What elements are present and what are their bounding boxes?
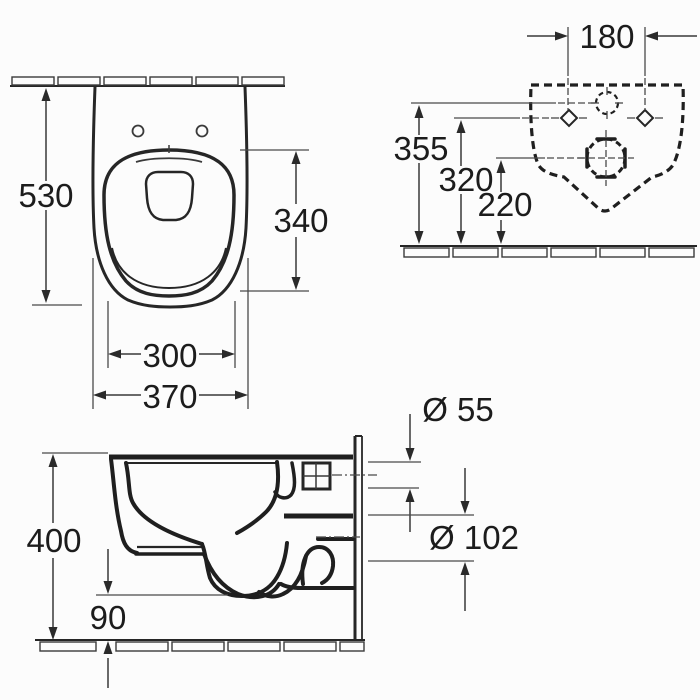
dim-label-355: 355 <box>393 130 448 167</box>
dim-label-340: 340 <box>273 202 328 239</box>
inner-bowl-slope <box>124 461 204 546</box>
drain-hole-ticks <box>578 130 634 186</box>
rear-outline-dashed <box>529 83 685 213</box>
dimension-355: 355 <box>393 102 595 244</box>
toilet-body-outline <box>91 86 249 309</box>
inlet-valve-box <box>301 461 332 491</box>
dim-label-530: 530 <box>18 177 73 214</box>
wall-hatch-top-view <box>10 76 285 87</box>
dimension-180: 180 <box>527 18 697 110</box>
dimension-320: 320 <box>438 117 551 244</box>
flush-channel <box>273 461 297 500</box>
seat-front-edge <box>135 157 203 163</box>
dim-label-320: 320 <box>438 161 493 198</box>
fixing-hole-left <box>551 108 587 128</box>
dimension-inlet-diameter: Ø 55 <box>368 391 494 532</box>
dimension-220: 220 <box>477 157 584 244</box>
bowl-inner-arc <box>111 247 227 290</box>
sump-curve <box>200 541 289 599</box>
hinge-hole-right <box>195 124 209 138</box>
rear-view: 180 355 320 <box>393 18 697 258</box>
dimension-340: 340 <box>240 149 329 292</box>
wall-side-view <box>353 435 363 640</box>
outlet-weir <box>300 544 336 586</box>
dimension-90: 90 <box>90 549 228 688</box>
dim-label-220: 220 <box>477 186 532 223</box>
dim-label-300: 300 <box>142 337 197 374</box>
outlet-pipe-bottom <box>279 582 355 590</box>
flush-opening <box>144 170 195 222</box>
hinge-hole-left <box>131 124 145 138</box>
dimension-outlet-diameter: Ø 102 <box>368 468 519 611</box>
dim-label-inlet-diameter: Ø 55 <box>422 391 494 428</box>
dim-label-400: 400 <box>26 522 81 559</box>
front-edge <box>109 457 139 555</box>
floor-hatch-rear-view <box>400 245 697 258</box>
top-view: 530 340 300 <box>10 76 329 415</box>
dimension-530: 530 <box>18 88 82 306</box>
bowl-underside <box>202 552 281 600</box>
dimension-300: 300 <box>107 301 236 374</box>
dim-label-outlet-diameter: Ø 102 <box>429 519 519 556</box>
fixing-hole-right <box>627 108 663 128</box>
floor-hatch-side-view <box>35 639 365 652</box>
dimension-370: 370 <box>92 258 249 415</box>
rear-bowl-wall <box>235 460 281 535</box>
dim-label-90: 90 <box>90 599 127 636</box>
dimension-400: 400 <box>26 452 108 640</box>
side-view: 400 90 Ø 55 Ø 102 <box>26 391 519 688</box>
dim-label-180: 180 <box>579 18 634 55</box>
toilet-section-profile <box>109 454 377 600</box>
dim-label-370: 370 <box>142 378 197 415</box>
inlet-hole-crosshair <box>591 87 623 119</box>
inlet-hole-circle <box>594 90 620 116</box>
